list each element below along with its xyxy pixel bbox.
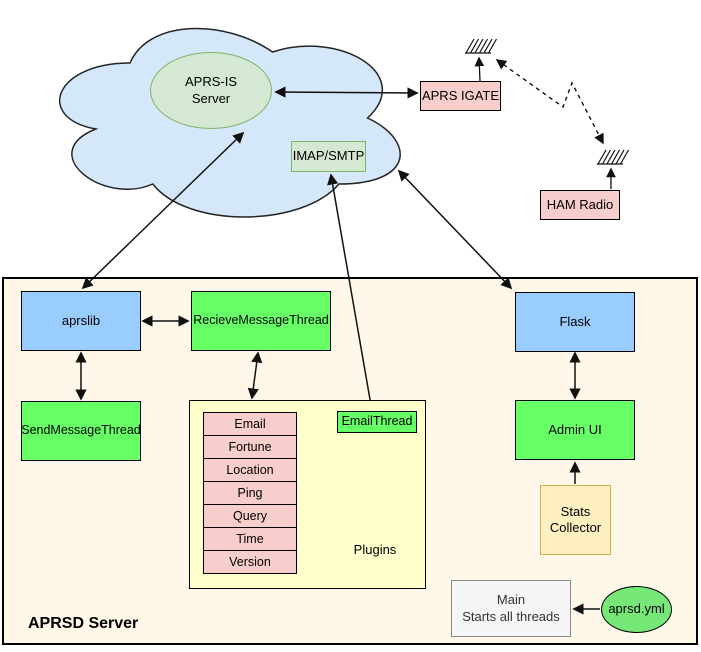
stats-collector-box: Stats Collector — [540, 485, 611, 555]
admin-ui-box: Admin UI — [515, 400, 635, 460]
plugin-row-version: Version — [203, 550, 297, 574]
igate-antenna-pole — [474, 56, 485, 82]
plugin-row-fortune: Fortune — [203, 435, 297, 459]
plugin-row-location: Location — [203, 458, 297, 482]
igate-antenna-icon — [465, 38, 498, 54]
email-thread-box: EmailThread — [337, 411, 417, 433]
plugin-row-query: Query — [203, 504, 297, 528]
plugin-row-ping: Ping — [203, 481, 297, 505]
flask-box: Flask — [515, 292, 635, 352]
arrow-aprsis-igate — [274, 86, 419, 99]
plugin-row-time: Time — [203, 527, 297, 551]
arrow-emailthread-imap — [327, 173, 373, 412]
arrow-recievethread-plugins — [247, 351, 263, 400]
ham-antenna-icon — [597, 149, 630, 165]
aprsd-server-title: APRSD Server — [28, 615, 139, 632]
send-message-thread-box: SendMessageThread — [21, 401, 141, 461]
aprs-is-server-ellipse: APRS-IS Server — [150, 52, 272, 129]
arrow-aprslib-aprsis — [81, 131, 245, 290]
aprsd-yml-ellipse: aprsd.yml — [601, 586, 672, 633]
main-box: Main Starts all threads — [451, 580, 571, 637]
ham-radio-box: HAM Radio — [540, 190, 620, 220]
plugins-label: Plugins — [353, 541, 397, 557]
aprs-igate-box: APRS IGATE — [420, 81, 501, 111]
plugin-row-email: Email — [203, 412, 297, 436]
imap-smtp-box: IMAP/SMTP — [291, 141, 366, 172]
arrow-cloud-flask — [397, 169, 513, 290]
aprslib-box: aprslib — [21, 291, 141, 351]
recieve-message-thread-box: RecieveMessageThread — [191, 291, 331, 351]
rf-link-arrow — [495, 59, 604, 145]
